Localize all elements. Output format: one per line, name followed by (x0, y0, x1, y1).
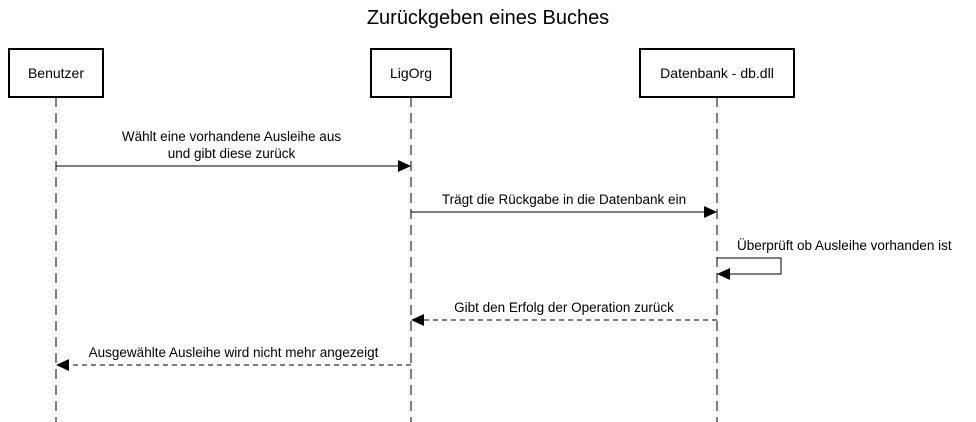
message-2: Trägt die Rückgabe in die Datenbank ein (411, 192, 717, 218)
diagram-title: Zurückgeben eines Buches (367, 7, 609, 29)
message-arrowhead (56, 359, 69, 371)
message-label: Gibt den Erfolg der Operation zurück (454, 300, 674, 315)
message-1: Wählt eine vorhandene Ausleihe aus und gi… (56, 129, 411, 172)
message-label: Überprüft ob Ausleihe vorhanden ist (737, 238, 952, 253)
participant-box-datenbank (639, 48, 795, 98)
messages: Wählt eine vorhandene Ausleihe aus und gi… (56, 129, 952, 371)
message-line (717, 257, 782, 275)
participant-box-ligorg (370, 48, 452, 98)
participant-label-datenbank: Datenbank - db.dll (660, 65, 774, 81)
participants: Benutzer LigOrg Datenbank - db.dll (8, 48, 795, 98)
message-arrowhead (411, 314, 424, 326)
message-label: und gibt diese zurück (168, 146, 296, 161)
message-5: Ausgewählte Ausleihe wird nicht mehr ang… (56, 345, 411, 371)
participant-label-benutzer: Benutzer (28, 65, 84, 81)
message-label: Ausgewählte Ausleihe wird nicht mehr ang… (89, 345, 379, 360)
message-label: Wählt eine vorhandene Ausleihe aus (122, 129, 341, 144)
message-label: Trägt die Rückgabe in die Datenbank ein (442, 192, 686, 207)
participant-box-benutzer (8, 48, 104, 98)
message-3: Überprüft ob Ausleihe vorhanden ist (717, 238, 952, 280)
participant-label-ligorg: LigOrg (390, 65, 432, 81)
message-arrowhead (704, 206, 717, 218)
message-arrowhead (398, 160, 411, 172)
lifelines (55, 97, 718, 422)
message-4: Gibt den Erfolg der Operation zurück (411, 300, 717, 326)
message-arrowhead (717, 268, 730, 280)
